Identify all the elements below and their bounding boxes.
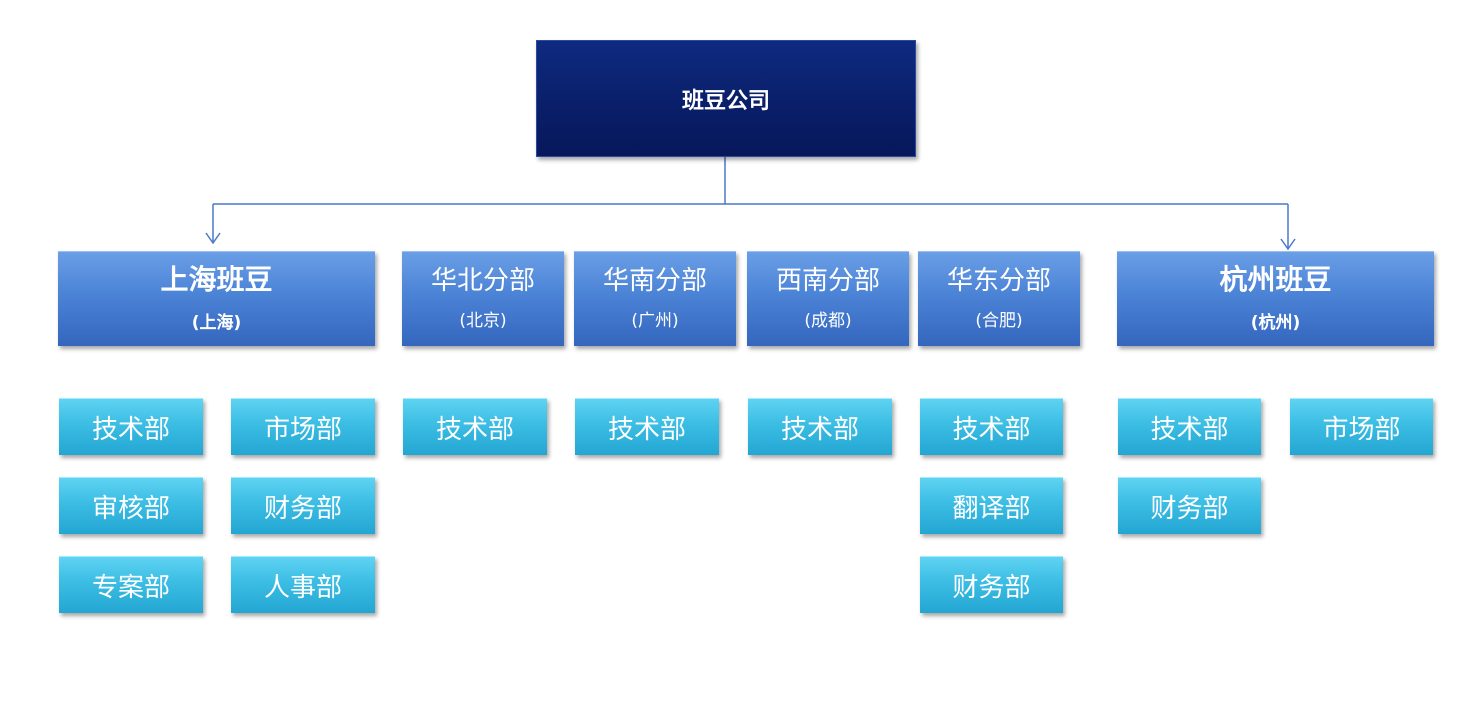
dept-box: 翻译部 <box>920 477 1063 534</box>
branch-huadong: 华东分部 (合肥) <box>918 251 1080 346</box>
branch-city: (上海) <box>191 312 242 333</box>
dept-box: 财务部 <box>1118 477 1261 534</box>
dept-box: 人事部 <box>231 556 375 613</box>
dept-box: 技术部 <box>575 398 719 455</box>
branch-name: 华南分部 <box>602 266 707 297</box>
branch-name: 华北分部 <box>430 266 535 297</box>
dept-box: 市场部 <box>1290 398 1433 455</box>
branch-huabei: 华北分部 (北京) <box>402 251 564 346</box>
dept-box: 技术部 <box>403 398 547 455</box>
branch-city: (北京) <box>459 310 507 331</box>
dept-box: 技术部 <box>59 398 203 455</box>
dept-label: 审核部 <box>91 493 170 524</box>
arrow-down-icon <box>205 232 221 245</box>
branch-city: (广州) <box>631 310 679 331</box>
branch-city: (成都) <box>804 310 852 331</box>
branch-huanan: 华南分部 (广州) <box>574 251 736 346</box>
dept-label: 人事部 <box>263 572 342 603</box>
dept-label: 财务部 <box>263 493 342 524</box>
dept-label: 翻译部 <box>952 493 1031 524</box>
dept-box: 审核部 <box>59 477 203 534</box>
arrow-down-icon <box>1280 238 1296 251</box>
dept-box: 财务部 <box>231 477 375 534</box>
dept-box: 技术部 <box>748 398 892 455</box>
dept-box: 技术部 <box>920 398 1063 455</box>
branch-name: 华东分部 <box>946 266 1051 297</box>
branch-xinan: 西南分部 (成都) <box>747 251 909 346</box>
branch-city: (杭州) <box>1250 312 1301 333</box>
dept-label: 技术部 <box>91 414 170 445</box>
branch-city: (合肥) <box>975 310 1023 331</box>
dept-label: 财务部 <box>1150 493 1229 524</box>
dept-label: 财务部 <box>952 572 1031 603</box>
dept-box: 财务部 <box>920 556 1063 613</box>
branch-hangzhou: 杭州班豆 (杭州) <box>1117 251 1434 346</box>
dept-box: 市场部 <box>231 398 375 455</box>
branch-name: 上海班豆 <box>160 263 273 297</box>
dept-label: 市场部 <box>263 414 342 445</box>
dept-box: 专案部 <box>59 556 203 613</box>
dept-label: 技术部 <box>1150 414 1229 445</box>
dept-label: 技术部 <box>435 414 514 445</box>
dept-label: 技术部 <box>952 414 1031 445</box>
root-node: 班豆公司 <box>536 40 916 157</box>
root-label: 班豆公司 <box>681 88 770 114</box>
dept-label: 技术部 <box>780 414 859 445</box>
dept-label: 市场部 <box>1322 414 1401 445</box>
dept-box: 技术部 <box>1118 398 1261 455</box>
dept-label: 技术部 <box>607 414 686 445</box>
dept-label: 专案部 <box>91 572 170 603</box>
branch-shanghai: 上海班豆 (上海) <box>58 251 375 346</box>
branch-name: 西南分部 <box>775 266 880 297</box>
branch-name: 杭州班豆 <box>1219 263 1332 297</box>
